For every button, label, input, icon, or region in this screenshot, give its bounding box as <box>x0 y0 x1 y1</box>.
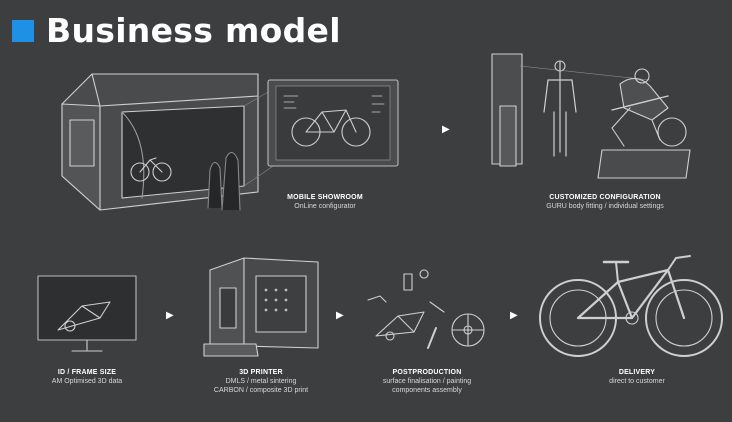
delivery-bike-illustration <box>539 255 723 357</box>
step-line: GURU body fitting / individual settings <box>546 203 664 210</box>
postproduction-parts-illustration <box>367 269 485 349</box>
3d-printer-illustration <box>203 257 319 357</box>
step-heading: CUSTOMIZED CONFIGURATION <box>549 194 661 201</box>
play-arrow-icon: ▶ <box>336 310 344 321</box>
caption-frame-size: ID / FRAME SIZE AM Optimised 3D data <box>32 368 142 386</box>
monitor-frame-illustration <box>37 275 137 352</box>
caption-postproduction: POSTPRODUCTION surface finalisation / pa… <box>362 368 492 395</box>
step-line: DMLS / metal sintering <box>225 378 297 385</box>
step-line: CARBON / composite 3D print <box>213 387 309 394</box>
configurator-screen-illustration <box>267 79 399 167</box>
caption-customized-configuration: CUSTOMIZED CONFIGURATION GURU body fitti… <box>515 193 695 211</box>
accent-square <box>12 19 34 42</box>
play-arrow-icon: ▶ <box>442 124 450 135</box>
page-title: Business model <box>46 11 341 50</box>
step-heading: DELIVERY <box>618 369 656 376</box>
step-line: surface finalisation / painting <box>382 378 472 385</box>
caption-3d-printer: 3D PRINTER DMLS / metal sintering CARBON… <box>196 368 326 395</box>
caption-delivery: DELIVERY direct to customer <box>582 368 692 386</box>
showroom-container-illustration <box>61 73 283 211</box>
step-heading: MOBILE SHOWROOM <box>287 194 363 201</box>
step-line: OnLine configurator <box>294 203 356 210</box>
play-arrow-icon: ▶ <box>166 310 174 321</box>
caption-mobile-showroom: MOBILE SHOWROOM OnLine configurator <box>250 193 400 211</box>
step-line: components assembly <box>392 387 462 394</box>
body-fitting-illustration <box>491 53 691 179</box>
step-heading: ID / FRAME SIZE <box>57 369 117 376</box>
step-line: AM Optimised 3D data <box>51 378 123 385</box>
play-arrow-icon: ▶ <box>510 310 518 321</box>
step-heading: 3D PRINTER <box>239 369 283 376</box>
step-heading: POSTPRODUCTION <box>392 369 462 376</box>
header: Business model <box>12 14 341 47</box>
step-line: direct to customer <box>609 378 665 385</box>
